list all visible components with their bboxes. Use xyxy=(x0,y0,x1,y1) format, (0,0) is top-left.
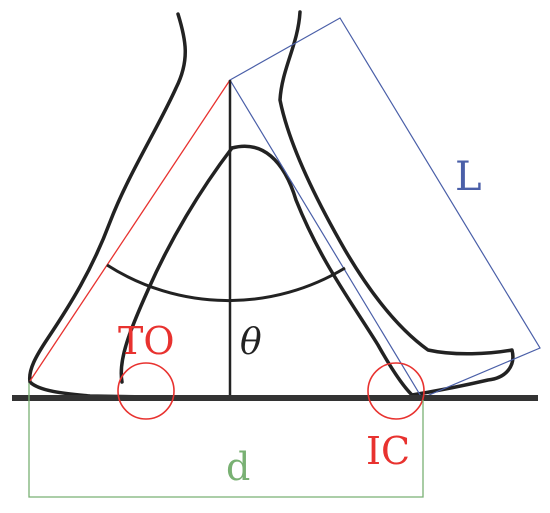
initial-contact-label: IC xyxy=(366,429,410,473)
leg-length-rectangle xyxy=(229,17,541,399)
rear-leg-line xyxy=(29,79,231,382)
front-leg-inner-outline xyxy=(230,144,414,397)
rear-leg-inner-outline xyxy=(119,146,234,384)
front-leg-outline xyxy=(278,10,515,397)
initial-contact-circle xyxy=(367,362,425,420)
leg-length-label: L xyxy=(455,154,482,200)
toe-off-circle xyxy=(117,362,175,420)
angle-arc xyxy=(106,263,346,303)
rear-leg-outline xyxy=(27,12,187,399)
angle-label: θ xyxy=(240,322,262,363)
step-distance-bracket xyxy=(28,383,424,498)
toe-off-label: TO xyxy=(118,319,175,363)
step-distance-label: d xyxy=(226,445,250,489)
